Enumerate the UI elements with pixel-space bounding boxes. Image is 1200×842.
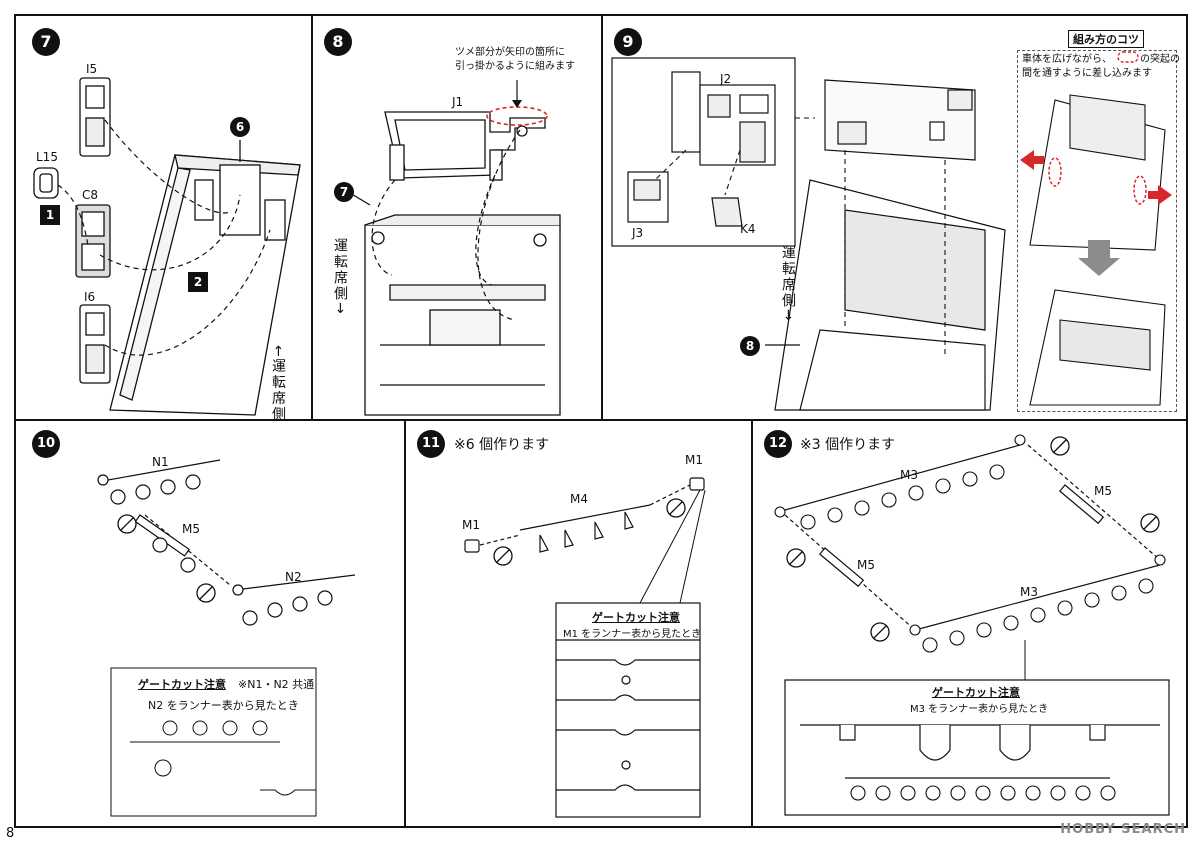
gate-cut-sub: M1 をランナー表から見たとき <box>563 629 702 640</box>
part-label-m5-right: M5 <box>1094 484 1112 498</box>
step9-drawing <box>611 57 1006 411</box>
part-label-j2: J2 <box>720 72 732 86</box>
step-11-badge: 11 <box>417 430 445 458</box>
part-label-n2: N2 <box>285 570 302 584</box>
tip-text-3: 間を通すように差し込みます <box>1022 68 1152 79</box>
tip-title: 組み方のコツ <box>1068 30 1144 48</box>
watermark-logo: HOBBY SEARCH <box>1060 822 1186 837</box>
ref-step-8-badge: 8 <box>740 336 760 356</box>
ref-step-7-badge: 7 <box>334 182 354 202</box>
claw-note: ツメ部分が矢印の箇所に 引っ掛かるように組みます <box>455 47 575 72</box>
step-7-badge: 7 <box>32 28 60 56</box>
page-number: 8 <box>6 826 15 841</box>
substep-2-badge: 2 <box>188 272 208 292</box>
part-label-m5-left: M5 <box>857 558 875 572</box>
part-label-l15: L15 <box>36 150 58 164</box>
gate-cut-sub: M3 をランナー表から見たとき <box>910 704 1049 715</box>
part-label-m3-top: M3 <box>900 468 918 482</box>
driver-side-label: 運転席側→ <box>780 245 796 323</box>
gate-cut-title: ゲートカット注意 <box>932 686 1020 699</box>
part-label-i6: I6 <box>84 290 96 304</box>
step11-drawing <box>464 477 705 818</box>
step-12-badge: 12 <box>764 430 792 458</box>
part-label-m3-bottom: M3 <box>1020 585 1038 599</box>
substep-1-badge: 1 <box>40 205 60 225</box>
step10-drawing <box>107 459 356 591</box>
step-8-badge: 8 <box>324 28 352 56</box>
part-label-m1-left: M1 <box>462 518 480 532</box>
gate-cut-sub: N2 をランナー表から見たとき <box>148 699 299 712</box>
step7-drawing <box>33 77 301 416</box>
driver-side-label: 運転席側→ <box>332 238 348 316</box>
part-label-m1-right: M1 <box>685 453 703 467</box>
step-10-badge: 10 <box>32 430 60 458</box>
part-label-j1: J1 <box>452 95 464 109</box>
gate-cut-title: ゲートカット注意 <box>592 611 680 624</box>
assembly-tip-box <box>1017 50 1177 412</box>
part-label-k4: K4 <box>740 222 756 236</box>
step-11-heading: ※6 個作ります <box>454 437 550 453</box>
gate-cut-common: ※N1・N2 共通 <box>238 678 315 691</box>
part-label-m5: M5 <box>182 522 200 536</box>
step-12-heading: ※3 個作ります <box>800 437 896 453</box>
part-label-m4: M4 <box>570 492 588 506</box>
part-label-n1: N1 <box>152 455 169 469</box>
tip-text-1: 車体を広げながら、 <box>1022 54 1112 65</box>
step8-drawing <box>364 111 561 416</box>
ref-step-6-badge: 6 <box>230 117 250 137</box>
driver-side-label: ←運転席側 <box>270 345 286 423</box>
part-label-c8: C8 <box>82 188 99 202</box>
part-label-i5: I5 <box>86 62 98 76</box>
step-9-badge: 9 <box>614 28 642 56</box>
part-label-j3: J3 <box>632 226 644 240</box>
gate-cut-title: ゲートカット注意 <box>138 678 226 691</box>
tip-text-2: の突起の <box>1140 54 1180 65</box>
